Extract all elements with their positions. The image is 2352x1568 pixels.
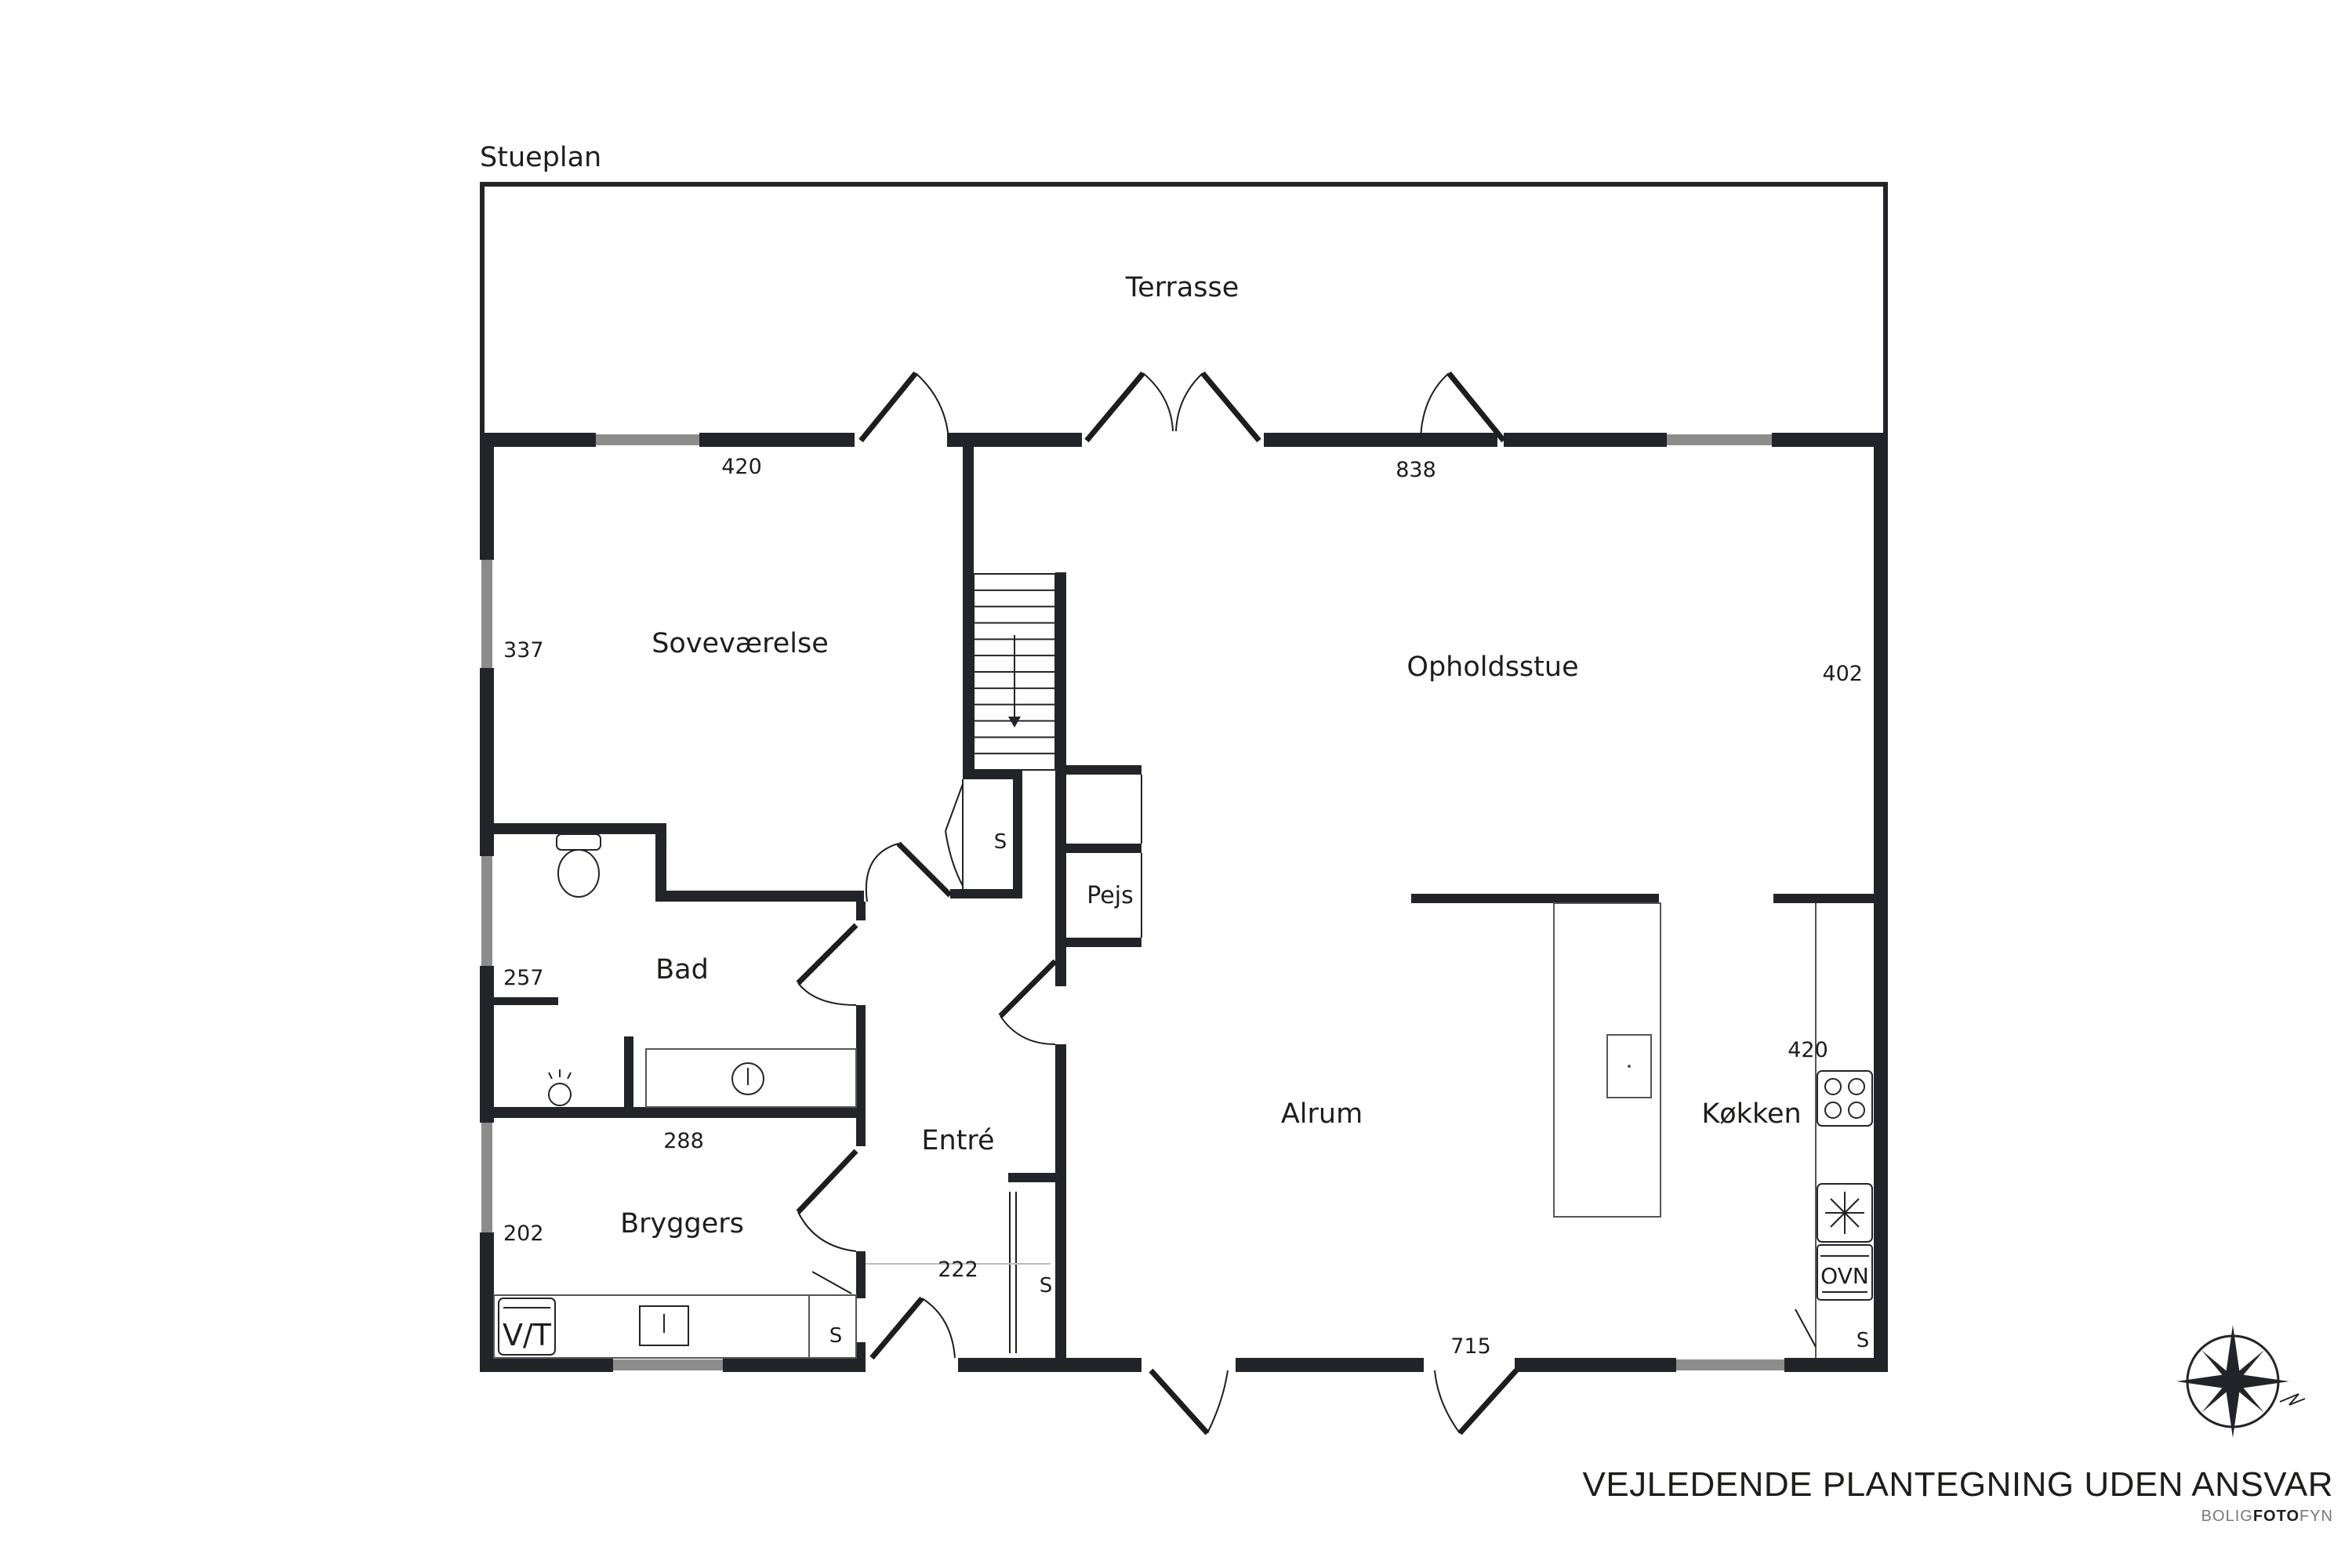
utility-sink-icon xyxy=(639,1305,689,1346)
stairs-arrow-icon xyxy=(1008,717,1021,728)
room-label-entre: Entré xyxy=(921,1125,994,1156)
dimension-bad-width: 288 xyxy=(663,1129,704,1153)
dimension-bryggers-height: 202 xyxy=(503,1221,544,1246)
shower-icon xyxy=(548,1069,572,1106)
doors xyxy=(796,371,1817,1436)
vanity xyxy=(645,1048,857,1108)
disclaimer-text: VEJLEDENDE PLANTEGNING UDEN ANSVAR xyxy=(1582,1465,2333,1504)
windows xyxy=(481,434,1784,1370)
compass-icon xyxy=(2176,1325,2306,1438)
interior-walls xyxy=(494,447,1874,1372)
storage-label-kokken: S xyxy=(1857,1329,1870,1352)
dimension-kokken-height: 420 xyxy=(1788,1038,1828,1062)
exterior-walls xyxy=(480,433,1888,1372)
stairs xyxy=(973,573,1056,771)
room-label-bad: Bad xyxy=(655,954,709,985)
terrace-outline xyxy=(480,182,1888,433)
dimension-opholdsstue-width: 838 xyxy=(1396,458,1436,482)
bryggers-counter xyxy=(493,1294,857,1359)
room-label-opholdsstue: Opholdsstue xyxy=(1406,652,1578,683)
oven: OVN xyxy=(1817,1244,1873,1301)
kitchen-island xyxy=(1553,902,1661,1218)
toilet-icon xyxy=(556,833,601,898)
sink-icon xyxy=(731,1062,764,1095)
room-label-sovevaerelse: Soveværelse xyxy=(652,628,829,659)
washer-dryer-label: V/T xyxy=(503,1318,552,1352)
room-label-terrasse: Terrasse xyxy=(1125,272,1240,303)
storage-label-bryggers: S xyxy=(829,1324,843,1348)
brand-part-foto: FOTO xyxy=(2253,1508,2299,1525)
dimension-sovevaerelse-width: 420 xyxy=(721,455,762,479)
thin-partitions xyxy=(962,775,1142,938)
dimension-sovevaerelse-height: 337 xyxy=(503,638,544,662)
brand-part-bolig: BOLIG xyxy=(2201,1508,2253,1525)
washer-dryer: V/T xyxy=(498,1298,556,1356)
dimension-opholdsstue-height: 402 xyxy=(1822,662,1863,686)
room-label-pejs: Pejs xyxy=(1087,882,1133,909)
storage-label-entre: S xyxy=(1040,1274,1053,1298)
dimension-entre-width: 222 xyxy=(938,1258,978,1282)
brand-logo: BOLIGFOTOFYN xyxy=(2201,1508,2333,1525)
oven-label: OVN xyxy=(1820,1263,1869,1289)
room-label-alrum: Alrum xyxy=(1281,1098,1363,1130)
brand-part-fyn: FYN xyxy=(2299,1508,2333,1525)
dimension-alrum-width: 715 xyxy=(1450,1334,1491,1359)
storage-label-stairs: S xyxy=(994,830,1007,854)
room-label-bryggers: Bryggers xyxy=(620,1208,744,1240)
snowflake-icon xyxy=(1817,1183,1873,1243)
plan-title: Stueplan xyxy=(480,142,601,173)
dimension-bad-height: 257 xyxy=(503,966,544,990)
stove-icon xyxy=(1817,1070,1873,1127)
room-label-kokken: Køkken xyxy=(1701,1098,1801,1130)
